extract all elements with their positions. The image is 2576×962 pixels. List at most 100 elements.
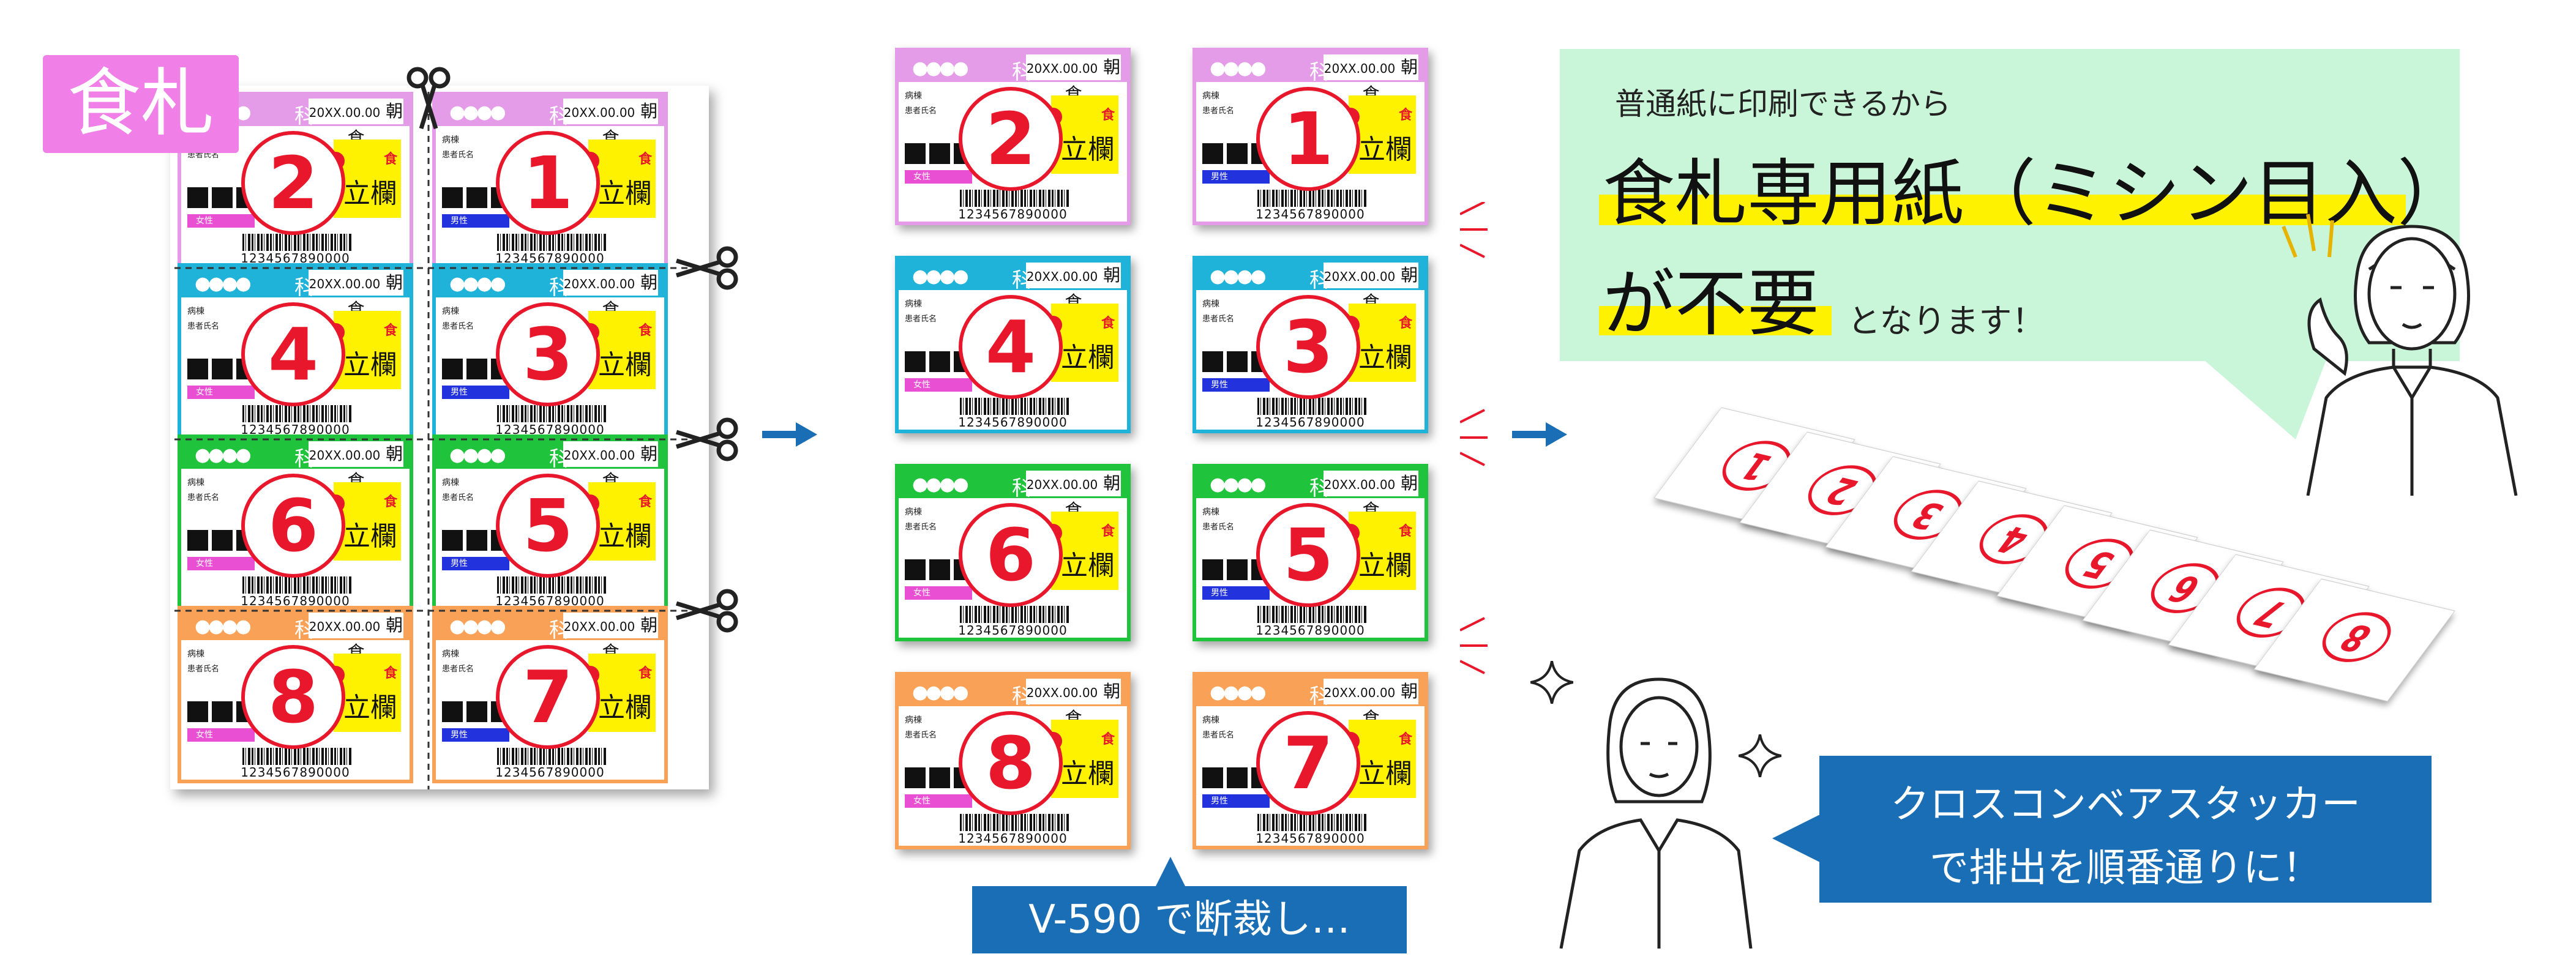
- card-meal-kind: 立欄: [343, 692, 397, 723]
- card-date: 20XX.00.00: [1026, 685, 1098, 700]
- card-date: 20XX.00.00: [1026, 269, 1098, 284]
- card-meal-kind: 立欄: [1061, 134, 1115, 165]
- card-meal-mark: 食: [383, 494, 397, 510]
- card-barcode-number: 1234567890000: [1256, 831, 1365, 846]
- card-gender-tag: 女性: [187, 214, 255, 228]
- card-date-box: 20XX.00.00 朝食: [563, 270, 658, 319]
- card-order-number: 5: [496, 474, 600, 578]
- card-block: [1227, 767, 1248, 788]
- scissors-icon: [406, 67, 451, 130]
- scissors-icon: [675, 246, 738, 290]
- card-dept-dots: ●●●●: [1210, 58, 1267, 79]
- card-meal-kind: 立欄: [1358, 758, 1412, 789]
- impact-marks: [1460, 202, 1488, 674]
- card-date: 20XX.00.00: [309, 619, 381, 634]
- card-gender-tag: 女性: [905, 794, 972, 808]
- card-barcode-number: 1234567890000: [958, 207, 1068, 222]
- card-block: [1202, 559, 1223, 580]
- card-barcode-number: 1234567890000: [1256, 415, 1365, 430]
- card-dept-dots: ●●●●: [1210, 266, 1267, 287]
- card-dept-dots: ●●●●: [449, 273, 506, 294]
- card-block: [905, 767, 926, 788]
- card-meal-kind: 立欄: [598, 349, 652, 381]
- card-order-number: 4: [959, 295, 1063, 399]
- card-block: [1227, 559, 1248, 580]
- card-block: [212, 701, 233, 722]
- card-barcode: [242, 234, 353, 251]
- doctor-illustration: [2282, 214, 2518, 496]
- card-dept-dots: ●●●●: [449, 444, 506, 466]
- card-order-number: 3: [1256, 295, 1360, 399]
- card-barcode: [1257, 606, 1368, 623]
- card-barcode: [1257, 190, 1368, 207]
- card-block: [442, 187, 463, 208]
- card-block: [1202, 767, 1223, 788]
- card-meal-mark: 食: [638, 666, 652, 681]
- card-block: [905, 143, 926, 164]
- card-date-box: 20XX.00.00 朝食: [309, 99, 403, 148]
- card-barcode-number: 1234567890000: [1256, 623, 1365, 638]
- card-barcode-number: 1234567890000: [1256, 207, 1365, 222]
- card-barcode: [1257, 398, 1368, 415]
- card-barcode-number: 1234567890000: [495, 765, 605, 780]
- card-date: 20XX.00.00: [1324, 61, 1396, 76]
- card-dept-dots: ●●●●: [449, 616, 506, 637]
- card-order-number: 1: [496, 131, 600, 235]
- card-barcode: [497, 234, 607, 251]
- card-gender-tag: 女性: [905, 378, 972, 392]
- card-ward: 病棟: [905, 299, 922, 309]
- card-block: [1202, 351, 1223, 372]
- card-ward: 病棟: [187, 649, 204, 659]
- card-patient-name: 患者氏名: [187, 665, 220, 674]
- card-ward: 病棟: [442, 649, 459, 659]
- card-ward: 病棟: [905, 715, 922, 725]
- card-patient-name: 患者氏名: [187, 322, 220, 331]
- callout-tail: [2204, 360, 2326, 439]
- card-dept-dots: ●●●●: [195, 444, 252, 466]
- card-date: 20XX.00.00: [563, 619, 635, 634]
- card-barcode: [960, 190, 1070, 207]
- card-block: [466, 359, 487, 379]
- card-patient-name: 患者氏名: [187, 493, 220, 502]
- card-date-box: 20XX.00.00 朝食: [1324, 263, 1418, 312]
- card-date: 20XX.00.00: [563, 448, 635, 463]
- card-date-box: 20XX.00.00 朝食: [309, 613, 403, 662]
- card-dept-dots: ●●●●: [1210, 474, 1267, 495]
- card-order-number: 5: [1256, 503, 1360, 607]
- callout-line-1: 普通紙に印刷できるから: [1615, 86, 1951, 122]
- card-barcode: [242, 748, 353, 765]
- card-gender-tag: 男性: [442, 386, 509, 399]
- card-date: 20XX.00.00: [1324, 269, 1396, 284]
- card-block: [442, 530, 463, 551]
- sparkle-icon: [1739, 734, 1781, 777]
- card-meal-kind: 立欄: [343, 349, 397, 381]
- card-patient-name: 患者氏名: [1202, 106, 1235, 116]
- card-dept-dots: ●●●●: [912, 474, 969, 495]
- card-barcode-number: 1234567890000: [958, 623, 1068, 638]
- card-block: [212, 530, 233, 551]
- card-order-number: 8: [959, 711, 1063, 815]
- card-dept-dots: ●●●●: [195, 616, 252, 637]
- card-date-box: 20XX.00.00 朝食: [1026, 54, 1121, 104]
- card-barcode-number: 1234567890000: [958, 415, 1068, 430]
- card-order-number: 2: [959, 87, 1063, 191]
- card-patient-name: 患者氏名: [905, 731, 937, 740]
- card-date-box: 20XX.00.00 朝食: [563, 441, 658, 491]
- card-block: [905, 351, 926, 372]
- card-meal-mark: 食: [1398, 108, 1412, 123]
- card-date-box: 20XX.00.00 朝食: [563, 99, 658, 148]
- card-ward: 病棟: [442, 478, 459, 488]
- card-date-box: 20XX.00.00 朝食: [1324, 679, 1418, 728]
- card-order-number: 8: [241, 645, 345, 749]
- card-meal-kind: 立欄: [1061, 758, 1115, 789]
- card-meal-kind: 立欄: [598, 521, 652, 552]
- card-gender-tag: 男性: [1202, 378, 1270, 392]
